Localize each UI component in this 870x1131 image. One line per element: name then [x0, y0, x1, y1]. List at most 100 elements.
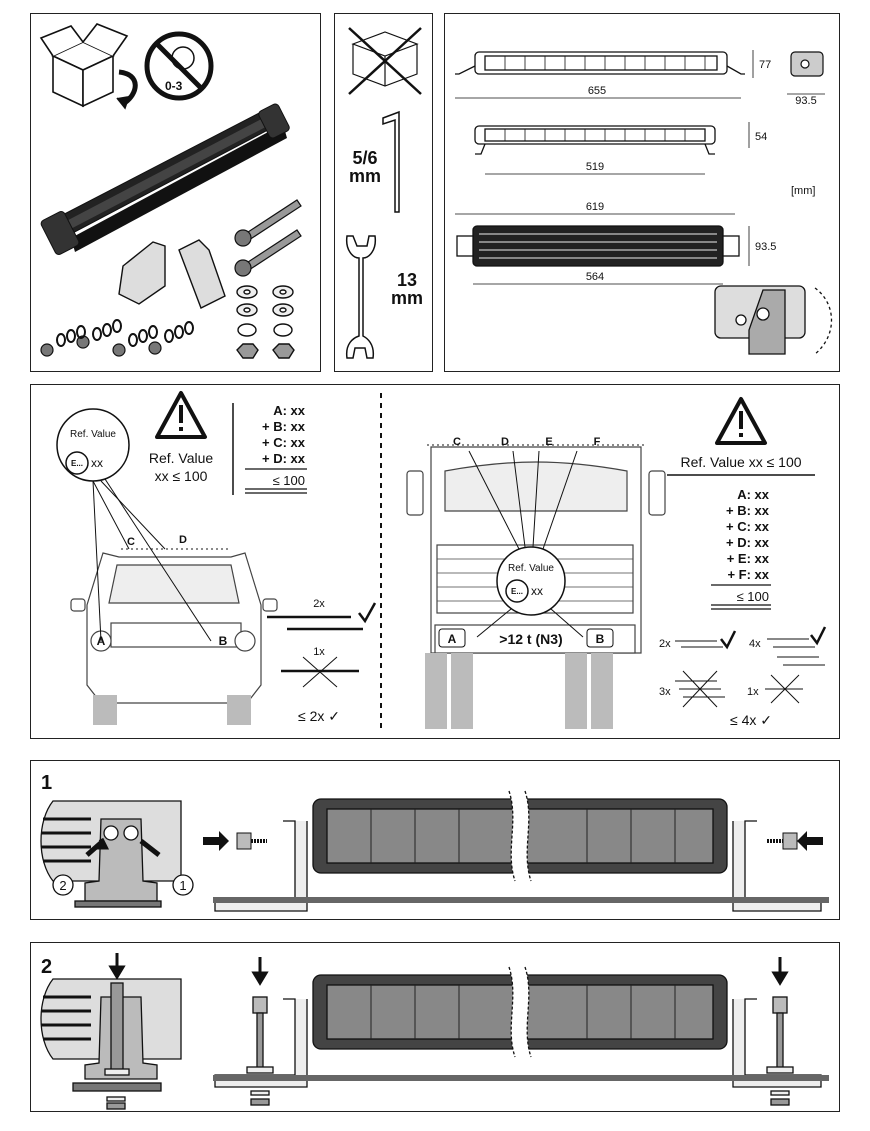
truck-warn-line: Ref. Value xx ≤ 100: [680, 454, 801, 470]
car-label-b: B: [219, 634, 228, 648]
truck-label-b-box: [586, 628, 614, 648]
check-icon: [358, 602, 377, 624]
two-bars-allowed-icon: [267, 615, 363, 631]
height-front-label: 93.5: [755, 241, 776, 253]
screw-insert-right-icon: [767, 831, 823, 851]
side-bolt-drawing: [40, 978, 182, 1110]
car-sum-line-b: + B: xx: [262, 419, 306, 434]
step1-number: 1: [41, 772, 52, 794]
truck-three-bars-bad-icon: [675, 670, 725, 708]
truck-label-a-box: [438, 628, 466, 648]
open-box-icon: [39, 23, 138, 110]
bolt-icon: [234, 199, 302, 277]
truck-label-b: B: [596, 632, 605, 646]
short-bar-drawing: [474, 122, 750, 175]
truck-weight-class: >12 t (N3): [499, 631, 562, 647]
car-warn-limit: xx ≤ 100: [155, 468, 208, 484]
truck-sum-line-c: + C: xx: [726, 519, 770, 534]
screw-set-icon: [40, 319, 194, 357]
wrench-unit: mm: [391, 288, 423, 308]
hex-key-size: 5/6: [352, 148, 377, 168]
wrench-size: 13: [397, 270, 417, 290]
tilt-view-icon: [714, 285, 833, 355]
step1-illustration: 1 2 1: [40, 772, 829, 912]
arrow-down-icon: [108, 953, 126, 980]
truck-label-c: C: [453, 436, 461, 448]
truck-count-bad-3: 3x: [659, 686, 671, 698]
truck-ref-circle: [496, 546, 566, 616]
car-label-a: A: [97, 634, 106, 648]
inner-width-front-label: 564: [586, 271, 604, 283]
truck-one-bar-bad-icon: [765, 674, 803, 704]
side-view-small-icon: [787, 51, 825, 95]
arrow-icon: [139, 839, 161, 857]
truck-sum-line-a: A: xx: [737, 487, 770, 502]
side-bracket-drawing: [40, 800, 182, 908]
screw-insert-left-icon: [203, 831, 267, 851]
mounting-bracket-icon: [118, 239, 226, 309]
hex-key-icon: [382, 110, 400, 213]
truck-sum-line-d: + D: xx: [726, 535, 770, 550]
arrow-down-icon: [251, 957, 269, 986]
truck-count-bad-1: 1x: [747, 686, 759, 698]
hex-key-unit: mm: [349, 166, 381, 186]
contents-panel: 0-3: [30, 13, 321, 372]
unit-label: [mm]: [791, 185, 815, 197]
car-sum-total: ≤ 100: [273, 473, 305, 488]
single-bar-forbidden-icon: [281, 656, 359, 688]
step2-illustration: 2: [40, 953, 829, 1110]
truck-sum-line-b: + B: xx: [726, 503, 770, 518]
step2-number: 2: [41, 956, 52, 978]
dimensions-illustration: 655 77 93.5 519 54 [mm]: [455, 50, 833, 355]
truck-sum-line-e: + E: xx: [727, 551, 770, 566]
car-sum-line-d: + D: xx: [262, 451, 306, 466]
step2-panel: 2: [30, 942, 840, 1112]
contents-illustration: 0-3: [39, 23, 302, 359]
truck-count-ok-4: 4x: [749, 638, 761, 650]
bar-bolted-drawing: [213, 966, 829, 1106]
truck-count-ok-2: 2x: [659, 638, 671, 650]
car-forbidden-count: 1x: [313, 646, 325, 658]
tools-illustration: 5/6 mm 13 mm: [345, 27, 423, 359]
age-warning-label: 0-3: [165, 79, 183, 93]
length-long-label: 655: [588, 85, 606, 97]
car-ref-circle-label: Ref. Value: [70, 429, 116, 440]
truck-e-value: xx: [531, 584, 543, 598]
no-children-icon: [144, 31, 214, 101]
truck-label-a: A: [448, 632, 457, 646]
car-max-count: ≤ 2x ✓: [298, 708, 340, 724]
car-front-drawing: [70, 548, 278, 725]
truck-label-d: D: [501, 436, 509, 448]
bar-with-brackets-drawing: [213, 790, 829, 912]
no-box-icon: [348, 27, 422, 95]
car-warn-ref-label: Ref. Value: [149, 450, 214, 466]
length-short-label: 519: [586, 161, 604, 173]
arrow-icon: [85, 837, 110, 857]
car-e-value: xx: [91, 456, 103, 470]
arrow-down-icon: [771, 957, 789, 986]
car-sum-line-c: + C: xx: [262, 435, 306, 450]
truck-e-mark: E...: [511, 587, 523, 596]
truck-max-count: ≤ 4x ✓: [730, 712, 772, 728]
height-long-label: 77: [759, 59, 771, 71]
light-bar-icon: [40, 103, 290, 255]
check-icon: [810, 626, 827, 646]
regulation-illustration: Ref. Value E... xx Ref. Value xx ≤ 100 A…: [56, 391, 827, 733]
truck-four-bars-ok-icon: [767, 638, 825, 666]
car-label-c: C: [127, 536, 135, 548]
check-icon: [720, 630, 737, 650]
truck-ref-circle-label: Ref. Value: [508, 563, 554, 574]
step1-panel: 1 2 1: [30, 760, 840, 920]
callout-one: 1: [179, 878, 186, 893]
car-allowed-count: 2x: [313, 598, 325, 610]
truck-label-f: F: [594, 436, 601, 448]
washer-set-icon: [236, 285, 295, 359]
car-sum-line-a: A: xx: [273, 403, 306, 418]
long-bar-drawing: [455, 50, 754, 99]
truck-sum-line-f: + F: xx: [727, 567, 769, 582]
truck-leader-lines: [468, 450, 584, 638]
height-short-label: 54: [755, 131, 767, 143]
tools-panel: 5/6 mm 13 mm: [334, 13, 433, 372]
car-e-mark: E...: [71, 459, 83, 468]
wrench-icon: [345, 235, 377, 359]
